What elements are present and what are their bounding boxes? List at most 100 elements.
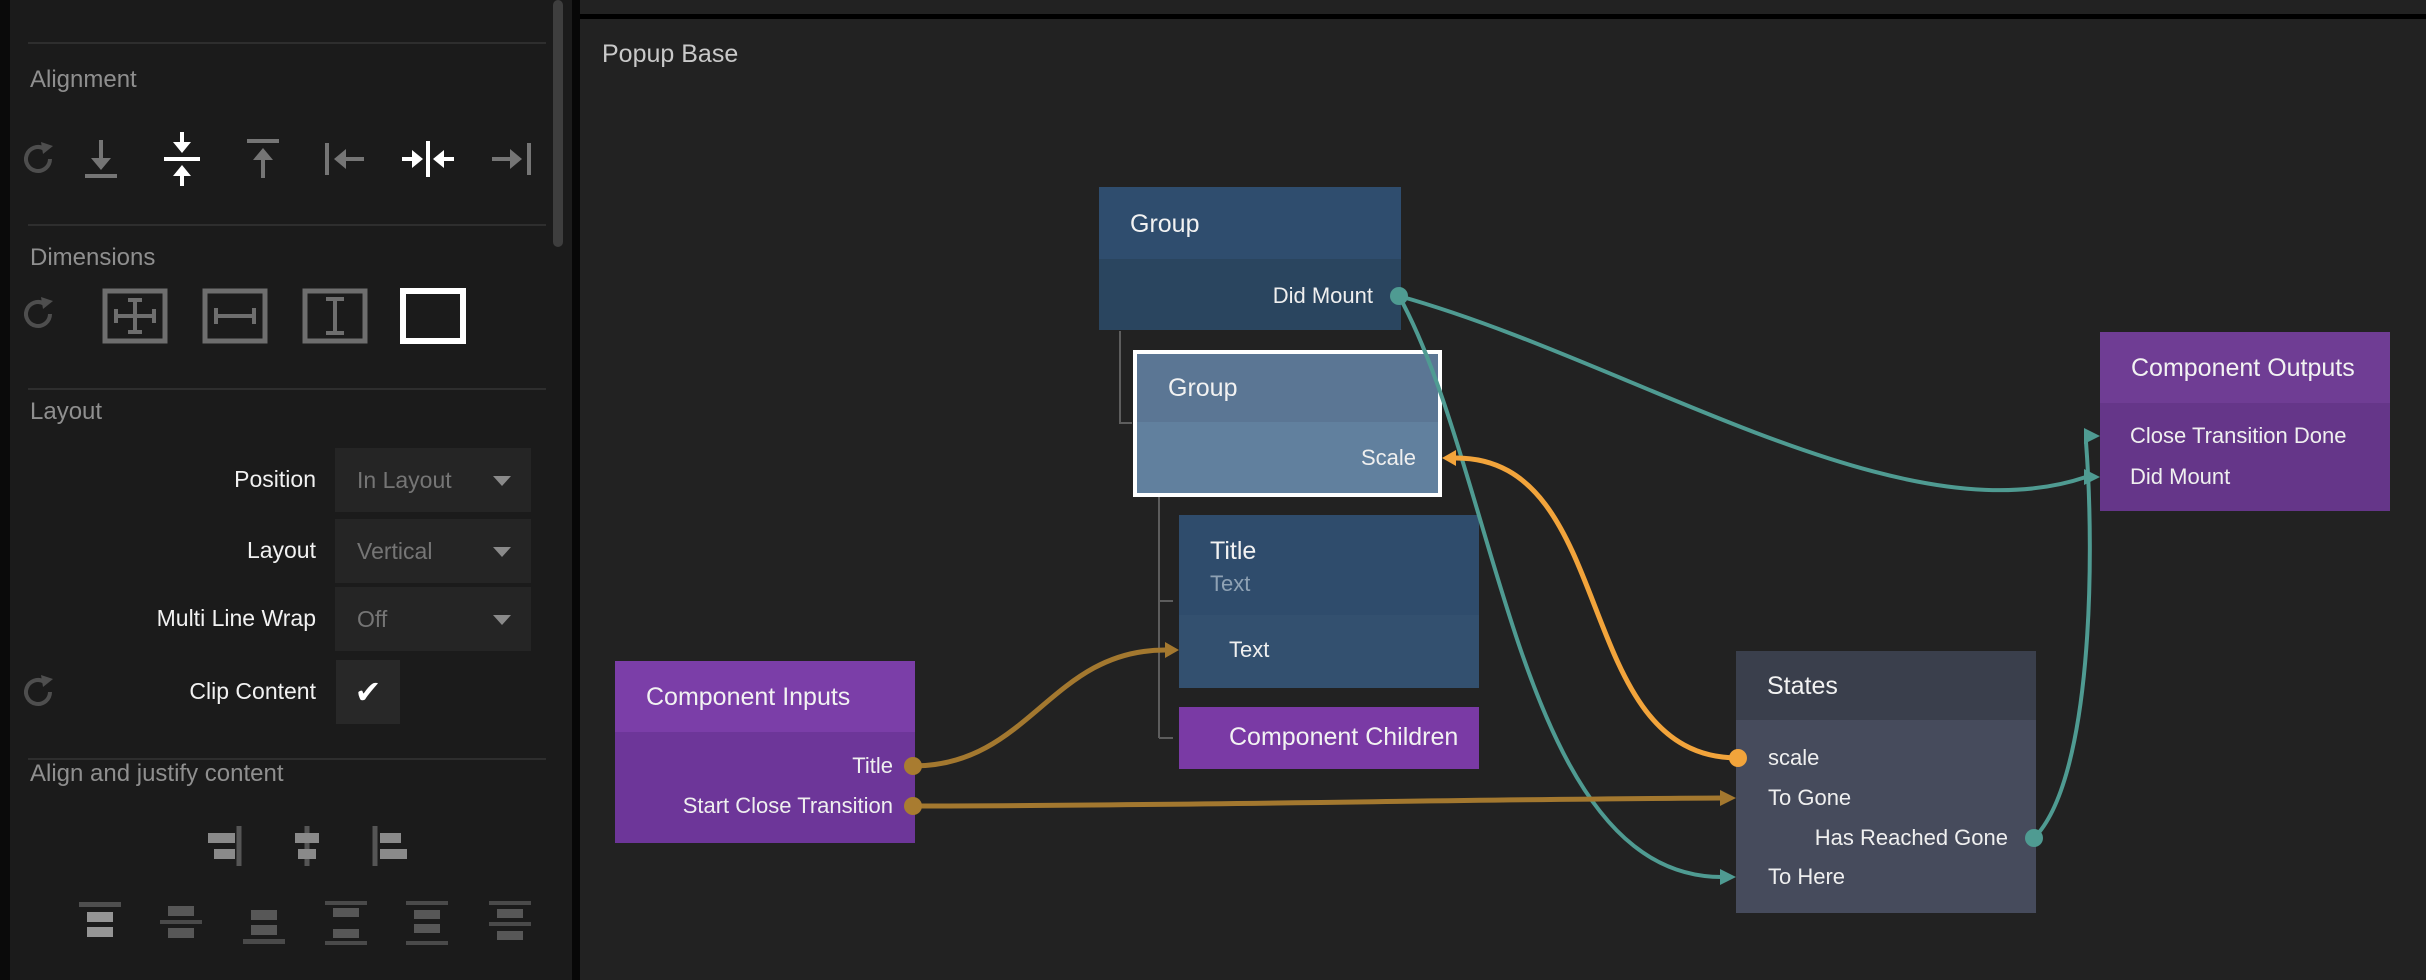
dimensions-section-title: Dimensions <box>30 244 156 271</box>
node-title: Group <box>1168 374 1238 402</box>
port-scale-input[interactable]: scale <box>1768 745 1820 770</box>
size-width-explicit-icon[interactable] <box>202 288 268 349</box>
layout-section-title: Layout <box>30 398 103 425</box>
align-content-start-icon[interactable] <box>76 900 124 951</box>
arrow-into-togone-icon <box>1720 790 1736 806</box>
chevron-down-icon <box>493 547 511 557</box>
node-component-outputs[interactable]: Component Outputs Close Transition Done … <box>2100 332 2390 511</box>
node-title-text[interactable]: Title Text Text <box>1179 515 1479 688</box>
size-height-explicit-icon[interactable] <box>302 288 368 349</box>
multi-line-wrap-dropdown[interactable]: Off <box>335 587 531 651</box>
node-body <box>1099 259 1401 330</box>
node-title: Group <box>1130 210 1200 238</box>
justify-start-icon[interactable] <box>368 824 416 873</box>
port-to-here[interactable]: To Here <box>1768 864 1846 889</box>
chevron-down-icon <box>493 476 511 486</box>
align-left-icon[interactable] <box>322 137 368 186</box>
position-label: Position <box>234 466 316 492</box>
node-body <box>1137 422 1438 493</box>
position-dropdown[interactable]: In Layout <box>335 448 531 512</box>
layout-dropdown[interactable]: Vertical <box>335 519 531 583</box>
alignment-section-title: Alignment <box>30 66 137 93</box>
port-has-reached-gone[interactable]: Has Reached Gone <box>1814 825 2008 850</box>
arrow-into-didmount-icon <box>2084 469 2100 485</box>
node-header <box>615 661 915 732</box>
node-title: States <box>1767 672 1838 700</box>
multi-line-wrap-label: Multi Line Wrap <box>156 605 316 631</box>
port-did-mount[interactable]: Did Mount <box>1272 283 1373 308</box>
sidebar-scrollbar[interactable] <box>553 0 563 247</box>
arrow-into-tohere-icon <box>1720 869 1736 885</box>
canvas-top-border <box>580 14 2426 19</box>
align-top-icon[interactable] <box>241 136 285 187</box>
section-divider <box>28 42 546 44</box>
port-to-gone[interactable]: To Gone <box>1768 785 1852 810</box>
clip-content-label: Clip Content <box>189 678 316 704</box>
multi-line-wrap-value: Off <box>357 606 388 632</box>
align-content-center-icon[interactable] <box>157 900 205 951</box>
layout-label: Layout <box>246 537 316 563</box>
node-header <box>2100 332 2390 403</box>
chevron-down-icon <box>493 615 511 625</box>
position-value: In Layout <box>357 467 452 493</box>
node-title: Title <box>1210 537 1257 565</box>
arrow-into-closedone-icon <box>2084 428 2100 444</box>
edge-startclose-to-togone <box>912 795 1723 809</box>
node-graph-canvas[interactable]: Popup Base Group Did Mount Group Scale T… <box>580 0 2426 980</box>
align-content-space-evenly-icon[interactable] <box>486 900 534 951</box>
align-right-icon[interactable] <box>488 137 534 186</box>
align-justify-section-title: Align and justify content <box>30 760 284 787</box>
node-states[interactable]: States scale To Gone Has Reached Gone To… <box>1736 651 2036 913</box>
align-content-space-around-icon[interactable] <box>403 900 451 951</box>
arrow-into-text-icon <box>1165 642 1179 658</box>
node-component-inputs[interactable]: Component Inputs Title Start Close Trans… <box>615 661 915 843</box>
panel-left-border <box>0 0 10 980</box>
layout-value: Vertical <box>357 538 433 564</box>
node-body <box>615 732 915 843</box>
dimensions-reset-icon[interactable] <box>17 293 59 340</box>
align-horizontal-center-icon[interactable] <box>400 137 456 186</box>
align-content-end-icon[interactable] <box>240 900 288 951</box>
arrow-into-scale-icon <box>1442 450 1456 466</box>
properties-panel: Alignment <box>0 0 572 980</box>
node-body <box>1179 615 1479 688</box>
align-content-space-between-icon[interactable] <box>322 900 370 951</box>
port-did-mount-output[interactable]: Did Mount <box>2130 464 2231 489</box>
node-component-children[interactable]: Component Children <box>1179 707 1479 769</box>
port-start-close-transition[interactable]: Start Close Transition <box>682 793 893 818</box>
align-vertical-center-icon[interactable] <box>160 130 204 193</box>
align-bottom-icon[interactable] <box>79 136 123 187</box>
node-subtitle: Text <box>1210 571 1251 596</box>
port-text[interactable]: Text <box>1229 637 1270 662</box>
port-scale[interactable]: Scale <box>1360 445 1416 470</box>
edge-states-scale-to-group-scale <box>1455 455 1739 761</box>
node-body <box>1736 720 2036 913</box>
edge-didmount-to-output-didmount <box>1398 294 2087 493</box>
node-group-selected[interactable]: Group Scale <box>1133 350 1442 497</box>
justify-end-icon[interactable] <box>200 824 248 873</box>
node-group-parent[interactable]: Group Did Mount <box>1099 187 1401 330</box>
section-divider <box>28 758 546 760</box>
clip-content-reset-icon[interactable] <box>17 671 59 718</box>
edge-inputs-title-to-text <box>912 647 1166 769</box>
section-divider <box>28 388 546 390</box>
clip-content-checkbox[interactable]: ✔ <box>336 660 400 724</box>
node-title: Component Children <box>1229 723 1459 751</box>
checkmark-icon: ✔ <box>354 674 382 710</box>
edge-hasreachedgone-to-closedone <box>2032 441 2092 840</box>
justify-center-icon[interactable] <box>285 824 329 873</box>
port-title-output[interactable]: Title <box>852 753 893 778</box>
node-header <box>1736 651 2036 720</box>
node-header <box>1099 187 1401 259</box>
size-content-icon[interactable] <box>400 288 466 349</box>
panel-divider[interactable] <box>572 0 580 980</box>
node-title: Component Inputs <box>646 683 851 711</box>
alignment-reset-icon[interactable] <box>17 138 59 185</box>
component-breadcrumb: Popup Base <box>602 40 739 68</box>
port-close-transition-done[interactable]: Close Transition Done <box>2130 423 2347 448</box>
size-both-explicit-icon[interactable] <box>102 288 168 349</box>
node-body <box>2100 403 2390 511</box>
node-header <box>1137 354 1438 422</box>
section-divider <box>28 224 546 226</box>
